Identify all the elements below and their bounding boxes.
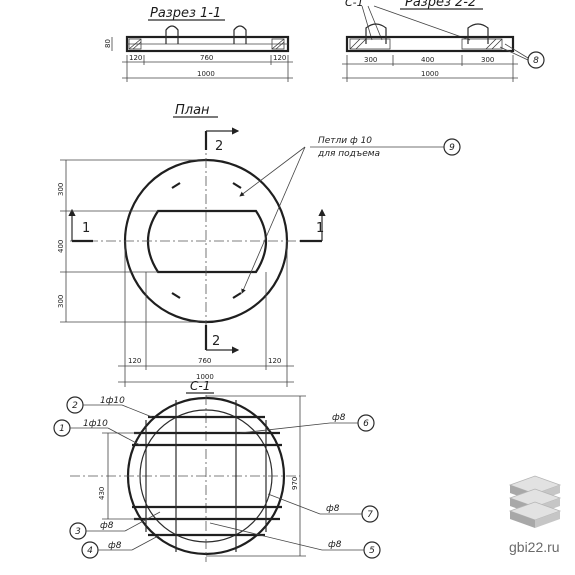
dim-total: 1000 [197,70,215,78]
callout-4: 4 [87,546,93,556]
callout-3: 3 [75,527,81,537]
section-1-1: Разрез 1-1 80 120 760 120 1000 [104,6,293,82]
cut-2-top-label: 2 [215,139,223,154]
dim-label: 300 [57,295,65,308]
dim-label: 120 [268,357,281,365]
callout-7: 7 [367,510,373,520]
mesh-c1-view: С-1 430 970 2 1ф10 [53,379,381,562]
lifting-loop [467,23,489,44]
section-2-2: С-1 Разрез 2-2 8 300 400 300 1000 [342,0,545,82]
watermark: gbi22.ru [508,475,562,555]
dim-label: 400 [421,56,434,64]
dim-label: 120 [273,54,286,62]
dim-total: 1000 [196,373,214,381]
plan-opening [147,209,267,274]
dim-label: 300 [57,183,65,196]
callout-4-spec: ф8 [108,541,122,551]
plan-view: План 2 2 1 1 Петли ф 10 для подъема [57,103,461,387]
loop-block-right [461,38,503,50]
stacked-slabs-icon [508,475,562,528]
dim-height: 80 [104,39,112,48]
callout-5-spec: ф8 [328,540,342,550]
callout-1: 1 [59,424,65,434]
plan-title: План [175,103,210,118]
loop-block-left [349,38,391,50]
dim-label: 120 [128,357,141,365]
lifting-loop [233,25,247,44]
callout-3-spec: ф8 [100,521,114,531]
callout-1-spec: 1ф10 [83,419,108,429]
cut-2-bottom-label: 2 [212,334,220,349]
lifting-loop [165,25,179,44]
callout-2: 2 [72,401,78,411]
callout-8: 8 [533,56,539,66]
lifting-loop [365,23,387,44]
dim-label: 400 [57,240,65,253]
callout-5: 5 [369,546,375,556]
end-block-left [128,38,142,50]
callout-8-circle [527,51,545,69]
dim-label: 120 [129,54,142,62]
callout-6-spec: ф8 [332,413,346,423]
dim-label: 760 [198,357,211,365]
dim-total: 1000 [421,70,439,78]
end-block-right [271,38,285,50]
cut-1-left-label: 1 [82,221,90,236]
callout-2-spec: 1ф10 [100,396,125,406]
dim-label: 300 [481,56,494,64]
callout-9-circle [443,138,461,156]
section-2-slab [345,35,515,53]
callout-9: 9 [449,143,455,153]
plan-note-line1: Петли ф 10 [318,136,372,146]
callout-7-spec: ф8 [326,504,340,514]
mesh-dim-left: 430 [98,487,106,500]
mesh-dim-right: 970 [291,477,299,490]
callout-6: 6 [363,419,369,429]
dim-label: 760 [200,54,213,62]
dim-label: 300 [364,56,377,64]
section-2-2-title: Разрез 2-2 [405,0,476,10]
watermark-site: gbi22.ru [509,539,560,555]
section-1-1-title: Разрез 1-1 [150,6,221,21]
cut-1-right-label: 1 [316,221,324,236]
mesh-title: С-1 [190,379,210,393]
plan-note-line2: для подъема [317,149,380,159]
section-2-cut-label: С-1 [345,0,364,9]
